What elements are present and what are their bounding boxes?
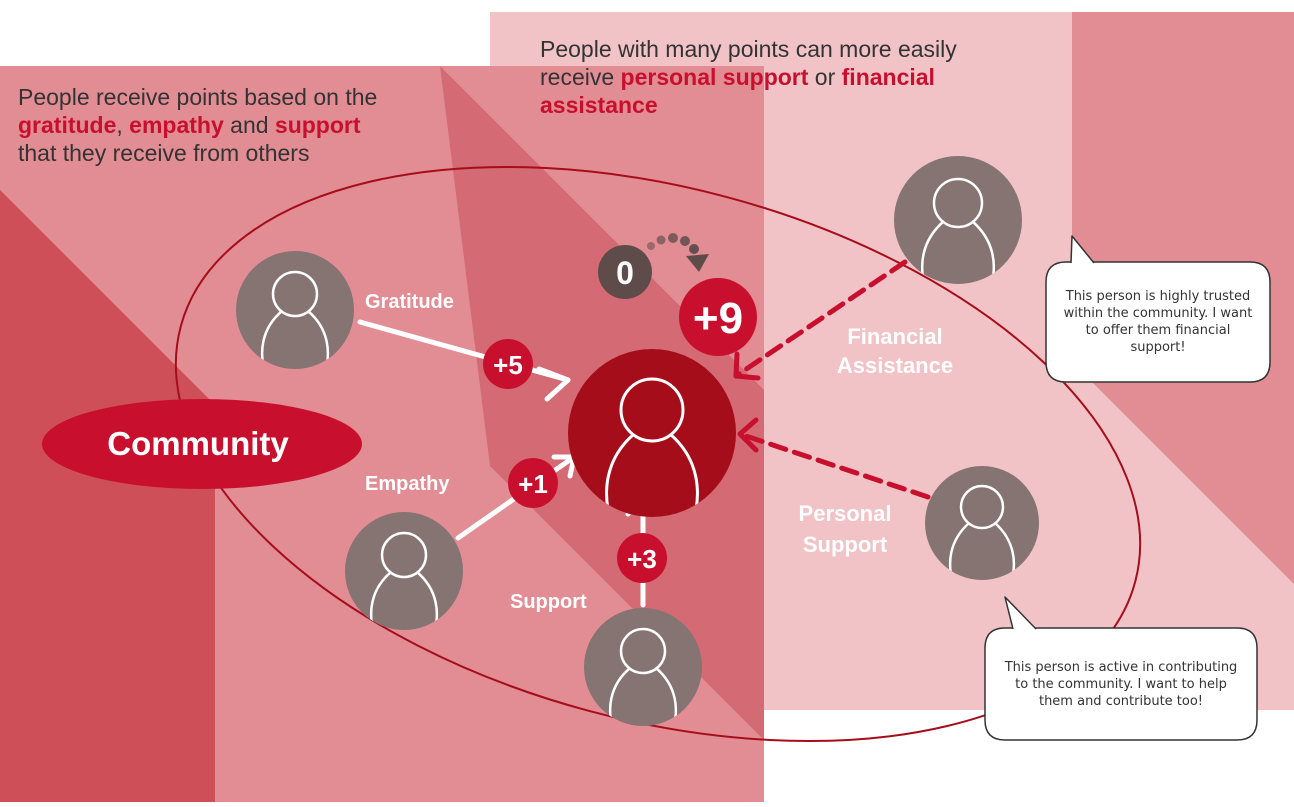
- community-ellipse: [174, 166, 1142, 742]
- badge-empathy: +1: [508, 458, 558, 508]
- headline-right-prefix: receive: [540, 64, 621, 90]
- person-personal: [925, 466, 1039, 580]
- person-icon: [345, 512, 463, 630]
- headline-left-line1: People receive points based on the: [18, 84, 378, 110]
- empathy-label: Empathy: [365, 473, 450, 495]
- headline-right-line1: People with many points can more easily: [540, 36, 957, 62]
- keyword-gratitude: gratitude: [18, 112, 117, 138]
- badge-background: [483, 339, 533, 389]
- person-icon: [925, 466, 1039, 580]
- keyword-financial-assistance: financial assistance: [540, 64, 935, 118]
- person-icon: [236, 251, 354, 369]
- keyword-empathy: empathy: [129, 112, 224, 138]
- badge-gratitude: +5: [483, 339, 533, 389]
- personal-arrow-head: [737, 417, 759, 453]
- headline-right-conjunction: or: [808, 64, 842, 90]
- financial-arrow-head: [733, 351, 761, 381]
- badge-background: [598, 245, 652, 299]
- person-icon: [568, 349, 736, 517]
- personal-arrow-line: [737, 431, 931, 500]
- badge-support-points: +3: [627, 544, 657, 574]
- badge-background: [679, 278, 757, 356]
- person-icon: [584, 608, 702, 726]
- financial-label-line1: Financial: [847, 324, 942, 349]
- score-before: 0: [616, 255, 634, 291]
- support-label: Support: [510, 591, 587, 613]
- left-panel-deep-band: [0, 190, 215, 802]
- badge-background: [508, 458, 558, 508]
- badge-gratitude-points: +5: [493, 350, 523, 380]
- personal-label-line2: Support: [803, 532, 888, 557]
- headline-left-separator: ,: [116, 112, 130, 138]
- badge-background: [617, 533, 667, 583]
- gratitude-arrow-head: [536, 366, 571, 402]
- person-icon: [894, 156, 1022, 284]
- community-label-background: [42, 399, 362, 489]
- financial-arrow-line: [733, 259, 908, 379]
- keyword-personal-support: personal support: [620, 64, 809, 90]
- speech-bubble-tail: [1004, 596, 1037, 630]
- flow-labels: Gratitude Empathy Support Financial Assi…: [365, 291, 953, 613]
- speech-bubble-personal-text: This person is active in contributing to…: [1004, 659, 1238, 709]
- community-label-text: Community: [107, 425, 289, 462]
- speech-bubble-icon: [984, 627, 1258, 741]
- badge-empathy-points: +1: [518, 469, 548, 499]
- speech-bubble-icon: [1045, 261, 1271, 383]
- keyword-support: support: [274, 112, 361, 138]
- community-label: Community: [42, 399, 362, 489]
- speech-bubble-financial-text: This person is highly trusted within the…: [1063, 289, 1253, 355]
- headline-left-line3: that they receive from others: [18, 140, 310, 166]
- badge-score-after: +9: [679, 278, 757, 356]
- outgoing-arrows: [733, 259, 931, 500]
- badge-score-before: 0: [598, 245, 652, 299]
- financial-label-line2: Assistance: [837, 353, 953, 378]
- speech-bubble-tail: [1070, 235, 1095, 264]
- score-after: +9: [693, 294, 743, 343]
- badge-support: +3: [617, 533, 667, 583]
- gratitude-arrow-line: [357, 319, 571, 383]
- gratitude-label: Gratitude: [365, 291, 454, 313]
- person-empathy: [345, 512, 463, 630]
- dotted-curve-arrow-icon: [647, 233, 709, 272]
- personal-label-line1: Personal: [799, 501, 892, 526]
- headline-left-conjunction: and: [223, 112, 275, 138]
